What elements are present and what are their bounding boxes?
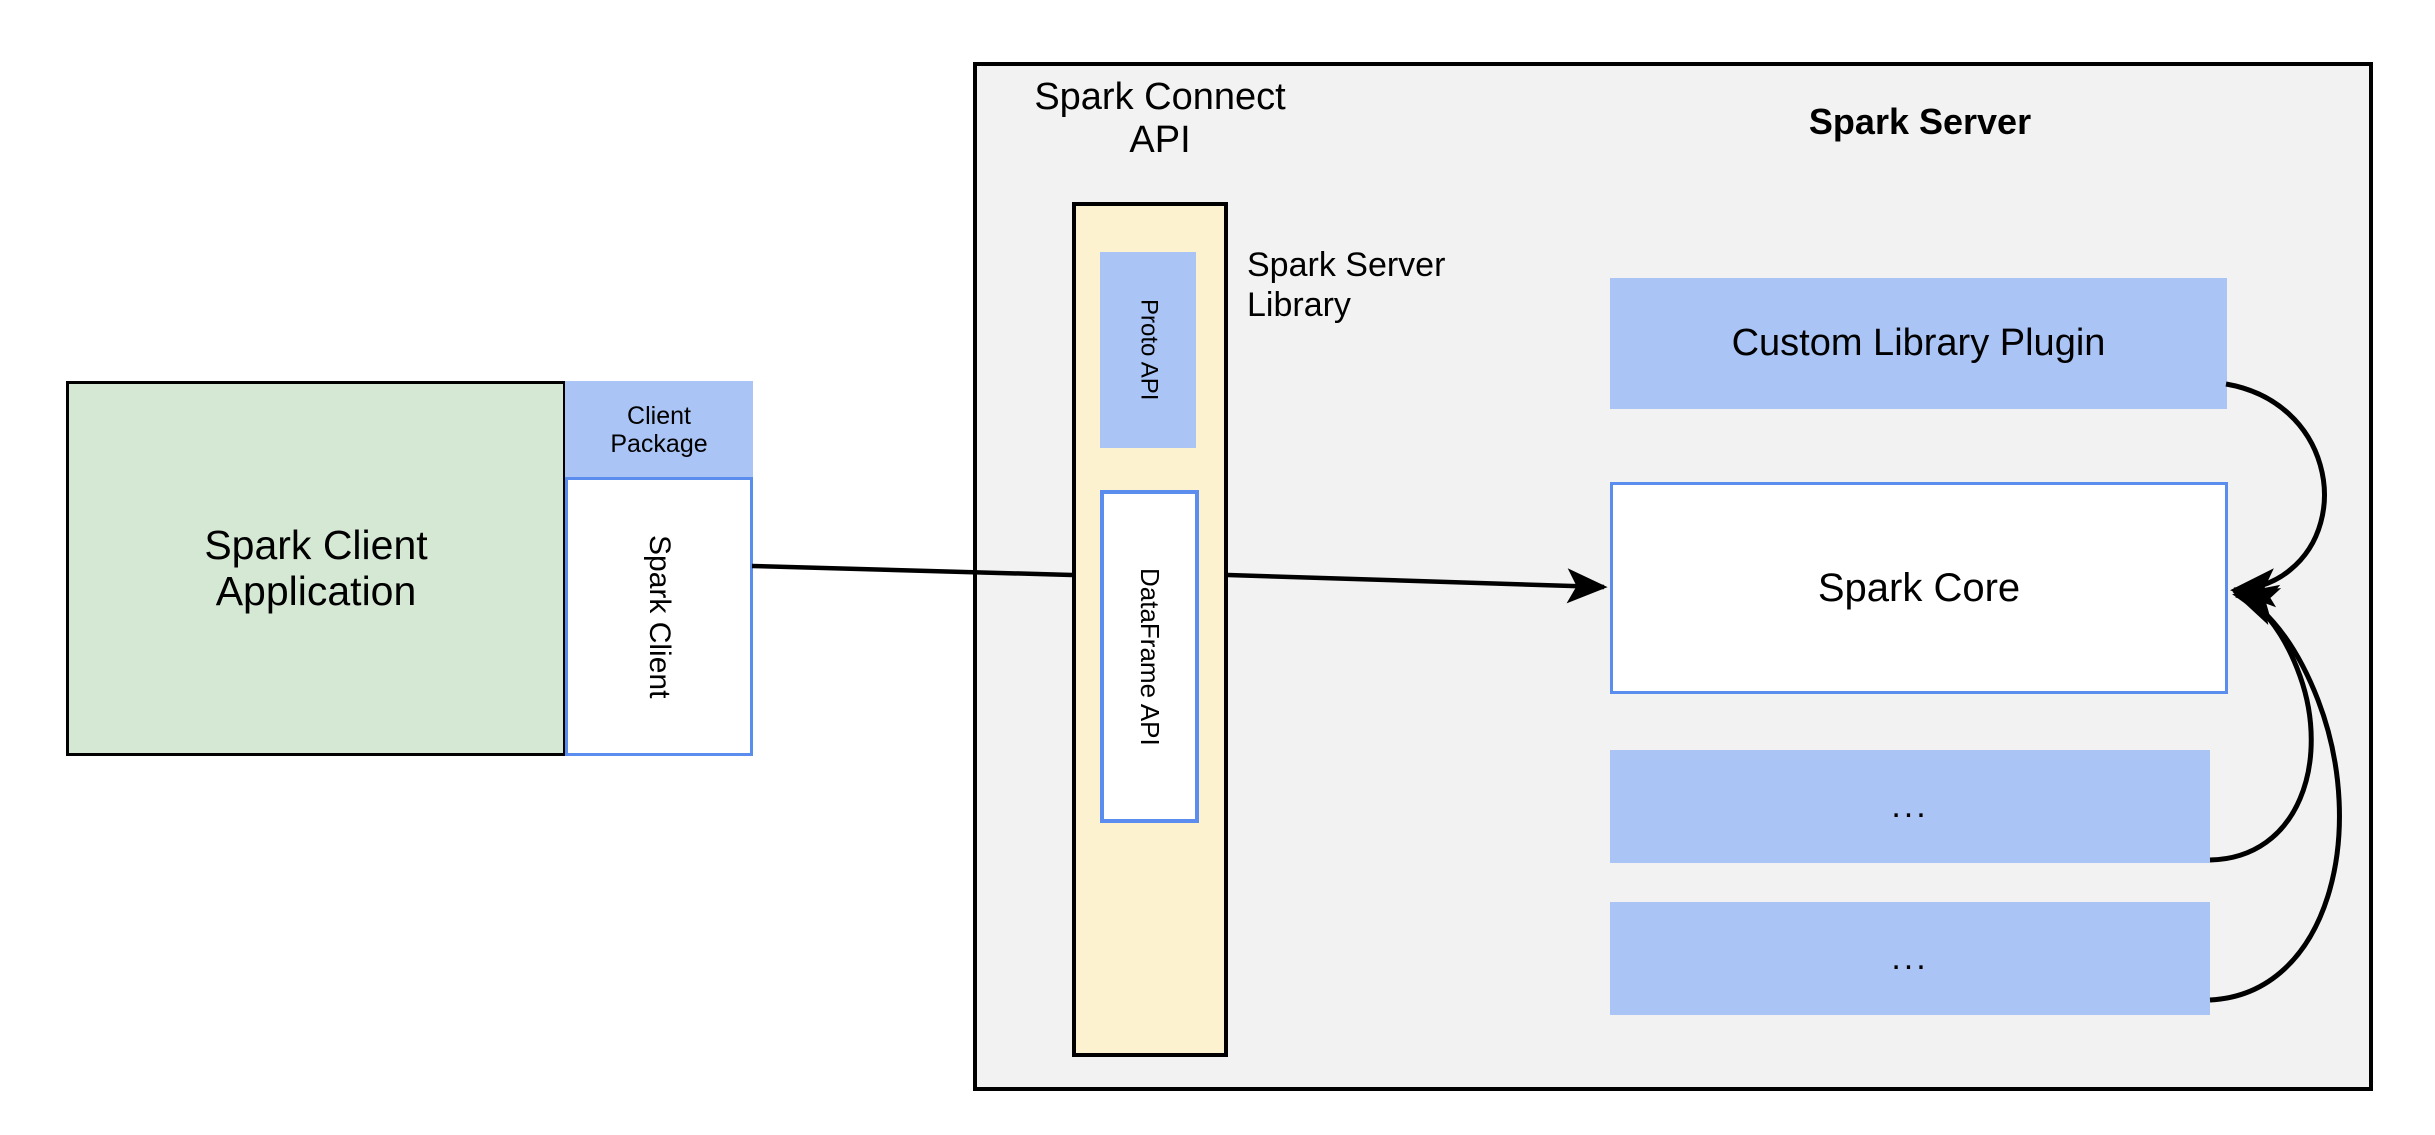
spark-client-application-box: Spark Client Application — [66, 381, 566, 756]
spark-client-application-label-line1: Spark Client — [204, 521, 428, 568]
dataframe-api-label: DataFrame API — [1135, 567, 1166, 746]
spark-connect-api-label-line2: API — [1129, 118, 1191, 161]
client-package-label-line1: Client — [627, 401, 691, 430]
spark-client-application-label-line2: Application — [215, 567, 417, 614]
proto-api-label: Proto API — [1135, 299, 1163, 401]
client-package-box: Client Package — [565, 381, 753, 478]
spark-server-title: Spark Server — [1808, 100, 2032, 142]
spark-server-library-label: Spark Server Library — [1247, 245, 1577, 343]
spark-client-box: Spark Client — [565, 477, 753, 756]
dataframe-api-box: DataFrame API — [1100, 490, 1199, 823]
spark-connect-api-label: Spark Connect API — [1000, 72, 1320, 170]
spark-server-library-label-line1: Spark Server — [1247, 246, 1446, 284]
spark-server-library-label-line2: Library — [1247, 286, 1351, 325]
spark-connect-api-label-line1: Spark Connect — [1034, 76, 1286, 118]
custom-library-plugin-box: Custom Library Plugin — [1610, 278, 2227, 409]
client-package-label: Client Package — [610, 402, 707, 458]
spark-client-application-label: Spark Client Application — [204, 521, 428, 615]
ellipsis-box-1: ... — [1610, 750, 2210, 863]
client-package-label-line2: Package — [610, 429, 708, 458]
spark-client-label: Spark Client — [642, 534, 676, 699]
proto-api-box: Proto API — [1100, 252, 1196, 448]
ellipsis-box-2: ... — [1610, 902, 2210, 1015]
spark-core-box: Spark Core — [1610, 482, 2228, 694]
